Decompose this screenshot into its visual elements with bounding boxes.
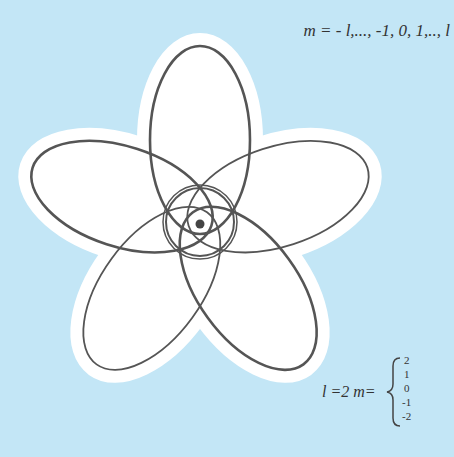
- white-ground: [17, 46, 383, 394]
- inner-orbit: [163, 185, 237, 259]
- elliptic-orbit: [152, 183, 343, 394]
- elliptic-orbit: [56, 183, 247, 394]
- quantum-number-range: m = - l,..., -1, 0, 1,.., l: [303, 22, 450, 39]
- nucleus-dot: [196, 220, 205, 229]
- m-value: -2: [402, 411, 411, 422]
- m-value: -1: [402, 397, 411, 408]
- quantum-number-value: l =2 m=: [322, 384, 376, 400]
- m-value: 0: [404, 383, 410, 394]
- curly-brace: [387, 358, 400, 426]
- m-value: 1: [404, 369, 410, 380]
- m-value: 2: [404, 355, 410, 366]
- elliptic-orbit: [17, 120, 227, 273]
- elliptic-orbit: [173, 120, 383, 273]
- white-ground: [120, 142, 280, 302]
- elliptic-orbit: [150, 46, 250, 234]
- elliptic-orbits: [17, 46, 383, 394]
- inner-orbit: [166, 188, 234, 256]
